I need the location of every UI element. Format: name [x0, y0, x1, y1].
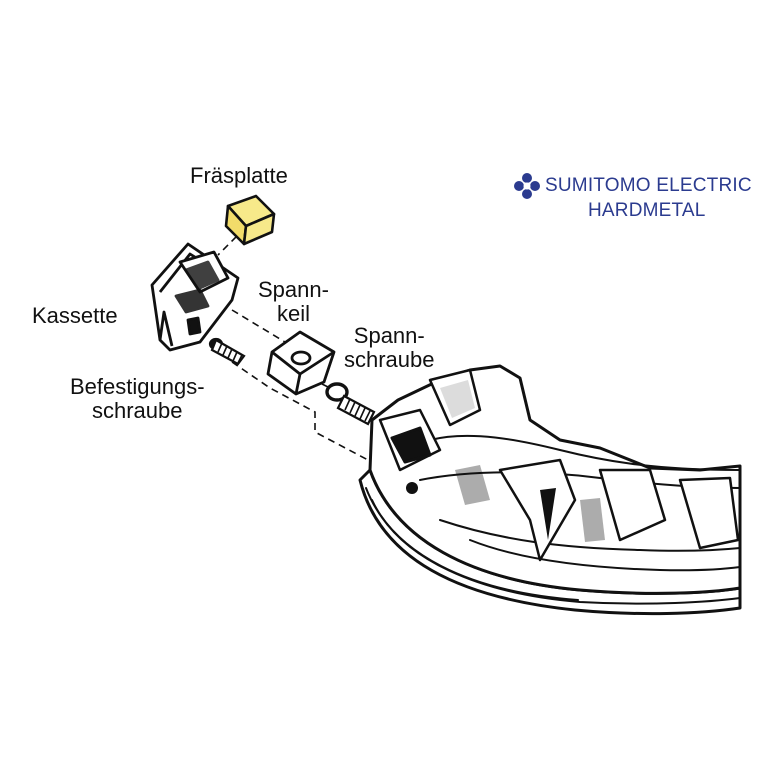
label-wedge: Spann- keil — [258, 278, 329, 326]
cutter-body — [358, 364, 742, 616]
label-fixing-screw-line1: Befestigungs- — [70, 374, 205, 399]
label-wedge-line1: Spann- — [258, 277, 329, 302]
fixing-screw-part — [208, 337, 246, 366]
label-fixing-screw-line2: schraube — [92, 398, 183, 423]
label-wedge-line2: keil — [276, 301, 310, 326]
cassette-part — [150, 242, 240, 352]
wedge-part — [266, 330, 336, 396]
sumitomo-logo-icon — [514, 173, 540, 199]
insert-part — [224, 194, 276, 246]
label-insert: Fräsplatte — [190, 163, 288, 188]
brand-line2: HARDMETAL — [588, 200, 706, 221]
clamp-screw-part — [325, 382, 376, 426]
label-clamp-screw-line2: schraube — [344, 347, 435, 372]
label-clamp-screw: Spann- schraube — [344, 324, 435, 372]
label-clamp-screw-line1: Spann- — [353, 323, 425, 348]
label-fixing-screw: Befestigungs- schraube — [70, 375, 205, 423]
guide-line-fix-screw — [231, 361, 369, 461]
label-cassette: Kassette — [32, 303, 118, 328]
brand-line1: SUMITOMO ELECTRIC — [545, 175, 752, 196]
